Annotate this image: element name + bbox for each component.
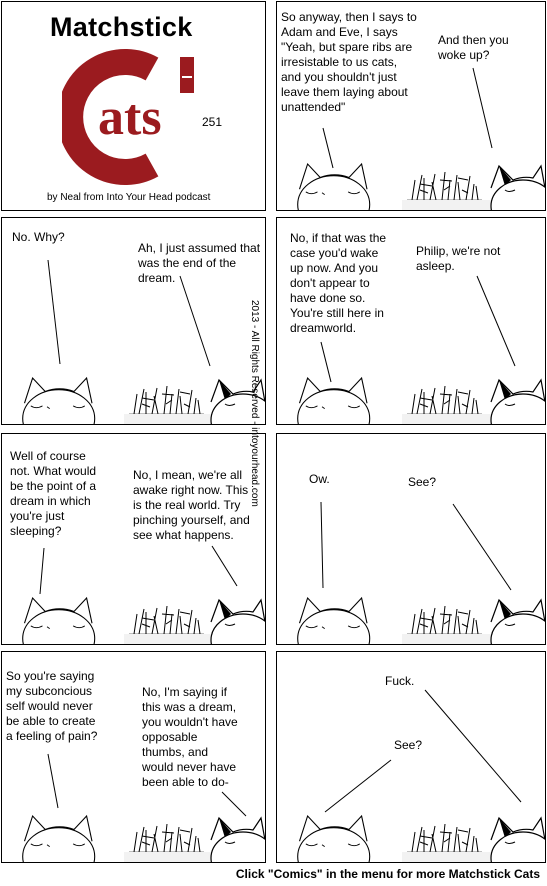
cats-row xyxy=(297,597,545,644)
speech-bubble: Well of course not. What would be the po… xyxy=(10,449,97,538)
speech-bubble: Ah, I just assumed that was the end of t… xyxy=(138,241,261,285)
comic-title: Matchstick xyxy=(50,12,193,42)
issue-number: 251 xyxy=(202,115,223,129)
comic-panel-2: No. Why? Ah, I just assumed that was the… xyxy=(1,217,266,425)
logo-text: ats xyxy=(98,89,162,146)
comic-panel-3: No, if that was the case you'd wake up n… xyxy=(276,217,546,425)
speech-bubble: Fuck. xyxy=(385,674,415,688)
byline: by Neal from Into Your Head podcast xyxy=(47,192,211,203)
comic-panel-4: Well of course not. What would be the po… xyxy=(1,433,266,645)
speech-bubble: Ow. xyxy=(309,472,330,486)
speech-bubble: No, if that was the case you'd wake up n… xyxy=(290,231,387,335)
cats-row xyxy=(297,377,545,424)
speech-bubble: No, I'm saying if this was a dream, you … xyxy=(142,685,238,789)
speech-bubble: See? xyxy=(394,738,423,752)
title-panel: Matchstick ats 251 by Neal from Into You… xyxy=(1,1,266,211)
speech-bubble: Philip, we're not asleep. xyxy=(416,244,501,273)
comic-panel-6: So you're saying my subconcious self wou… xyxy=(1,651,266,863)
speech-bubble: See? xyxy=(408,475,437,489)
footer-text: Click "Comics" in the menu for more Matc… xyxy=(235,867,540,881)
copyright-credit: 2013 - All Rights Reserved - intoyourhea… xyxy=(249,300,260,507)
cats-row xyxy=(297,163,545,210)
logo-c-icon xyxy=(62,49,194,185)
comic-panel-1: So anyway, then I says to Adam and Eve, … xyxy=(276,1,546,211)
speech-bubble: No, I mean, we're all awake right now. T… xyxy=(133,468,250,542)
comic-panel-7: Fuck. See? xyxy=(276,651,546,863)
cats-row xyxy=(22,597,265,644)
cats-row xyxy=(22,815,265,862)
speech-bubble: So anyway, then I says to Adam and Eve, … xyxy=(281,10,417,114)
comic-panel-5: Ow. See? xyxy=(276,433,546,645)
speech-bubble: No. Why? xyxy=(12,230,65,244)
cats-row xyxy=(22,377,265,424)
speech-bubble: So you're saying my subconcious self wou… xyxy=(6,669,98,743)
speech-bubble: And then you woke up? xyxy=(438,33,509,62)
cats-row xyxy=(297,815,545,862)
